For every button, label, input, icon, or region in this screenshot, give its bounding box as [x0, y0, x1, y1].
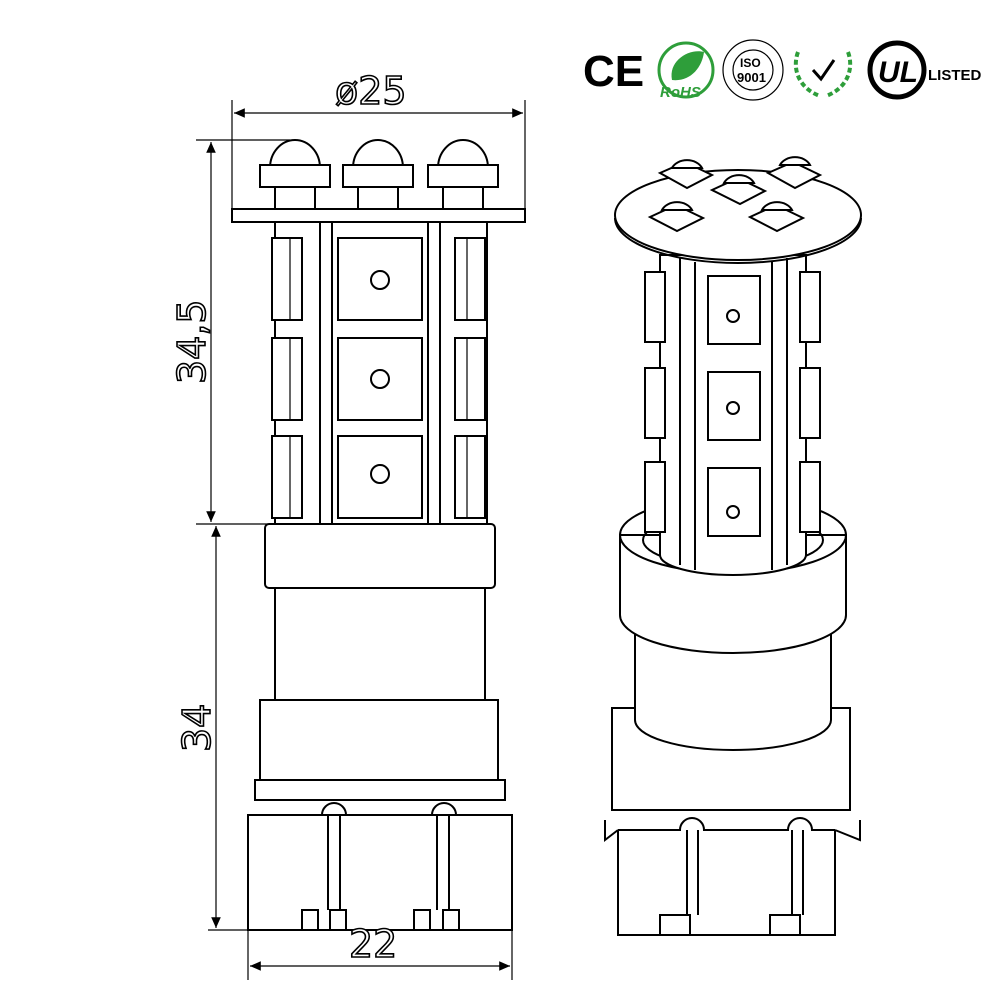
- top-plate: [231, 208, 526, 223]
- side-leds-right: [454, 237, 486, 519]
- dimension-base-width: 22: [247, 921, 513, 980]
- svg-text:UL: UL: [878, 56, 918, 89]
- base-flange: [259, 699, 499, 781]
- quality-wreath-logo: [793, 51, 853, 98]
- front-view: ø25 34,5 34 22: [169, 68, 526, 980]
- iso-9001-logo: ISO 9001: [722, 39, 784, 101]
- top-led-center: [342, 139, 414, 210]
- ul-listed-logo: UL LISTED: [867, 40, 982, 100]
- iso-number: 9001: [737, 70, 766, 85]
- ce-mark: CE: [583, 47, 644, 96]
- base-collar: [264, 523, 496, 589]
- dimension-head-height: 34,5: [169, 139, 290, 525]
- center-leds: [337, 237, 423, 519]
- dimension-top-width: ø25: [231, 68, 526, 209]
- rohs-logo: RoHS: [657, 41, 715, 101]
- base-neck: [274, 588, 486, 701]
- rohs-label: RoHS: [660, 84, 701, 101]
- perspective-side-leds: [644, 271, 821, 537]
- top-led-left: [259, 139, 331, 210]
- dimension-base-width-label: 22: [349, 922, 397, 966]
- socket-base: [247, 814, 513, 931]
- dimension-diameter-label: ø25: [335, 69, 407, 113]
- iso-label: ISO: [740, 56, 761, 70]
- perspective-top-leds: [647, 156, 823, 233]
- dimension-base-height: 34: [174, 526, 250, 931]
- dimension-head-label: 34,5: [170, 299, 214, 384]
- perspective-view: [604, 156, 862, 936]
- top-led-right: [427, 139, 499, 210]
- ul-listed-label: LISTED: [928, 67, 982, 84]
- dimension-base-height-label: 34: [175, 704, 219, 752]
- side-leds-left: [271, 237, 303, 519]
- certification-logos: CE RoHS ISO 9001 UL LISTED: [583, 39, 982, 101]
